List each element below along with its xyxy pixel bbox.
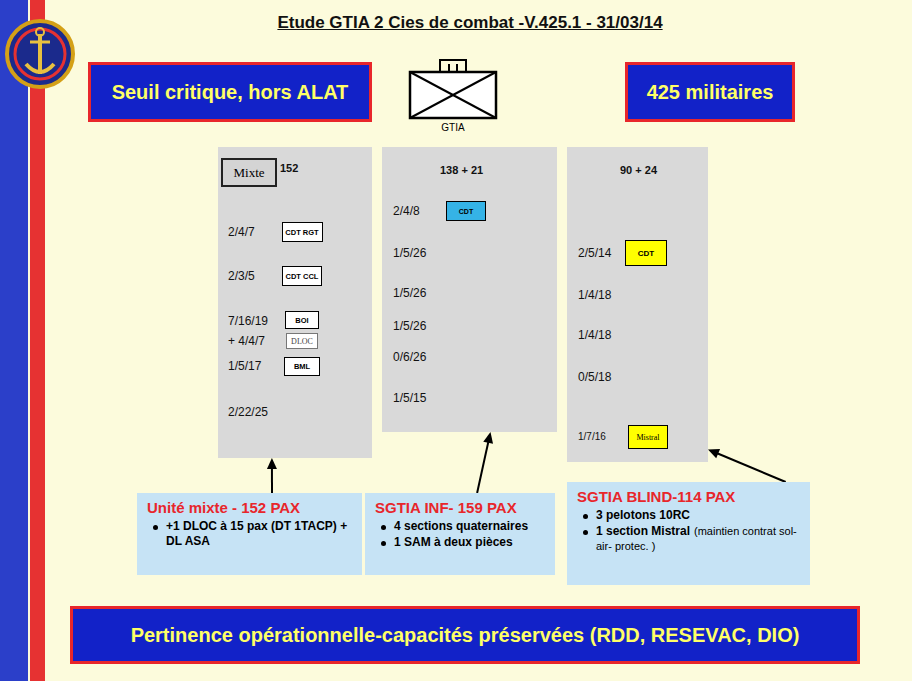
symbol-text: Mistral [636,433,659,442]
arrow-head [483,432,493,444]
gtia-symbol: GTIA [404,54,502,140]
unit-symbol: BML [284,357,320,376]
strength-total: 138 + 21 [440,164,483,176]
banner-box: Seuil critique, hors ALAT [88,62,372,122]
callout-box: SGTIA BLIND-114 PAX 3 pelotons 10RC 1 sect… [567,482,810,585]
bullet-dot [583,530,588,535]
bullet-row: 3 pelotons 10RC [583,508,802,523]
strength-figure: 1/7/16 [578,431,606,442]
unit-panel: 138 + 21 2/4/8 1/5/26 1/5/26 1/5/26 0/6/26 1/5… [382,147,557,432]
strength-figure: 7/16/19 + 4/4/7 [228,311,278,351]
gtia-outline [404,54,502,122]
strength-total: 90 + 24 [620,164,657,176]
callout-heading: Unité mixte - 152 PAX [147,499,354,516]
bullet-text: 1 SAM à deux pièces [394,535,513,549]
symbol-text: CDT CCL [286,272,319,281]
bullet-text: 4 sections quaternaires [394,519,528,533]
symbol-text: BOI [295,316,308,325]
flag-stripe [0,0,28,681]
unit-panel: 152 2/4/7 2/3/5 7/16/19 + 4/4/7 1/5/17 2/22/2… [218,147,372,458]
bullet-content: +1 DLOC à 15 pax (DT 1TACP) + DL ASA [166,519,354,549]
unit-symbol: Mistral [628,425,668,449]
flag-stripe [30,0,45,681]
diagram-title: Etude GTIA 2 Cies de combat -V.425.1 - 3… [200,13,740,33]
bullet-row: +1 DLOC à 15 pax (DT 1TACP) + DL ASA [153,519,354,549]
strength-figure: 1/4/18 [578,328,611,342]
strength-figure: 1/4/18 [578,288,611,302]
callout-heading: SGTIA INF- 159 PAX [375,499,547,516]
arrow-head [267,458,277,469]
bullet-text: 1 section Mistral [596,524,690,538]
strength-figure: 1/5/17 [228,359,261,373]
echelon-mark [448,64,450,72]
banner-text: 425 militaires [647,81,774,104]
strength-figure: 2/22/25 [228,405,268,419]
emblem [7,21,73,87]
symbol-text: BML [294,362,310,371]
banner-text: Pertinence opérationnelle-capacités prés… [131,624,800,647]
callout-arrow [267,458,277,493]
arrow-head [708,449,720,458]
bullet-content: 4 sections quaternaires [394,519,528,534]
callout-box: SGTIA INF- 159 PAX 4 sections quaternaire… [365,493,555,575]
strength-figure: 2/4/8 [393,204,420,218]
unit-symbol: CDT CCL [282,266,322,286]
strength-figure: 2/5/14 [578,246,611,260]
unit-panel: 90 + 24 2/5/14 1/4/18 1/4/18 0/5/18 1/7/16 CDT… [567,147,708,462]
banner-box: Pertinence opérationnelle-capacités prés… [70,606,860,664]
strength-total: 152 [280,162,298,174]
symbol-text: CDT [638,249,654,258]
strength-figure: 1/5/26 [393,246,426,260]
callout-arrow [477,432,493,493]
task-force-bracket [440,60,466,72]
infantry-cross [410,72,496,118]
unit-frame [410,72,496,118]
strength-figure: 1/5/26 [393,319,426,333]
banner-box: 425 militaires [625,62,795,122]
symbol-text: DLOC [291,337,313,346]
infantry-cross [410,72,496,118]
bullet-text: 3 pelotons 10RC [596,508,690,522]
symbol-label: GTIA [404,122,502,133]
symbol-text: CDT [459,208,473,215]
strength-figure: 0/5/18 [578,370,611,384]
callout-arrow [708,449,786,482]
unit-symbol: CDT RGT [282,222,323,242]
bullet-content: 1 section Mistral(maintien contrat sol-a… [596,524,802,554]
bullet-dot [583,514,588,519]
callout-box: Unité mixte - 152 PAX +1 DLOC à 15 pax (D… [137,493,362,575]
arrow-line [477,440,489,493]
echelon-mark [456,64,458,72]
bullet-content: 1 SAM à deux pièces [394,535,513,550]
arrow-line [715,452,785,482]
strength-figure: 2/3/5 [228,269,255,283]
strength-figure: 1/5/26 [393,286,426,300]
unit-symbol: CDT [625,240,667,266]
strength-figure: 2/4/7 [228,225,255,239]
bullet-row: 4 sections quaternaires [381,519,547,534]
unit-symbol: BOI [285,311,319,329]
unit-symbol: CDT [446,201,486,221]
callout-heading: SGTIA BLIND-114 PAX [577,488,802,505]
bullet-row: 1 SAM à deux pièces [381,535,547,550]
unit-symbol: Mixte [221,158,277,187]
strength-figure: 1/5/15 [393,391,426,405]
bullet-dot [381,525,386,530]
banner-text: Seuil critique, hors ALAT [112,81,349,104]
arrow-line [271,466,273,493]
unit-symbol: DLOC [286,333,318,349]
bullet-dot [153,525,158,530]
symbol-text: Mixte [233,165,264,181]
bullet-row: 1 section Mistral(maintien contrat sol-a… [583,524,802,554]
strength-figure: 0/6/26 [393,350,426,364]
symbol-text: CDT RGT [285,228,318,237]
bullet-text: +1 DLOC à 15 pax (DT 1TACP) + DL ASA [166,519,347,548]
bullet-dot [381,541,386,546]
bullet-content: 3 pelotons 10RC [596,508,690,523]
